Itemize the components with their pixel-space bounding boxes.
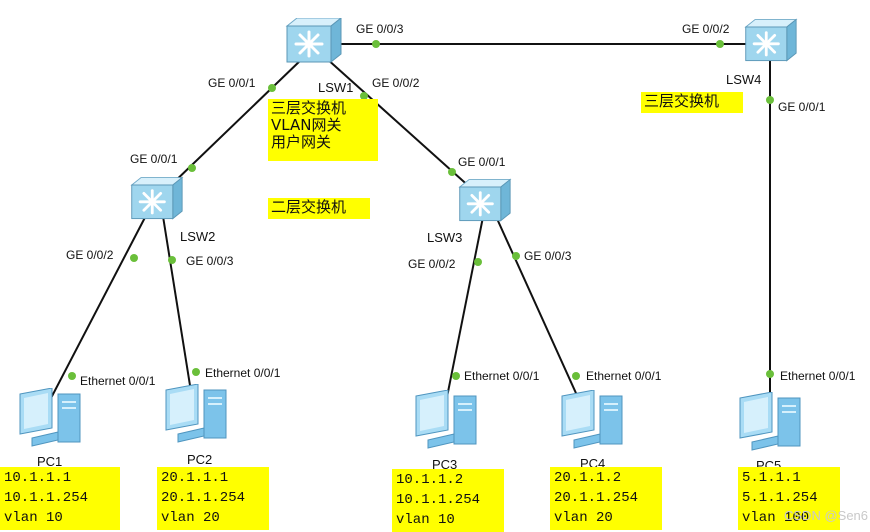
pc4-address-box: 20.1.1.2 20.1.1.254 vlan 20 — [550, 467, 662, 530]
lsw4-name: LSW4 — [726, 72, 762, 87]
link-lsw3-pc4 — [493, 211, 581, 403]
lsw1-switch-icon[interactable] — [283, 18, 343, 64]
note-line: VLAN网关 — [271, 116, 342, 134]
pc5-address-box: 5.1.1.1 5.1.1.254 vlan 100 — [738, 467, 840, 530]
note-line: 三层交换机 — [644, 92, 720, 110]
lsw4-switch-icon[interactable] — [742, 18, 798, 64]
pc5-ip: 5.1.1.1 — [742, 470, 801, 486]
lsw2-name: LSW2 — [180, 229, 216, 244]
port-label-lsw2-to-lsw1: GE 0/0/1 — [130, 152, 178, 166]
port-dot — [360, 92, 368, 100]
port-label-pc1-eth: Ethernet 0/0/1 — [80, 374, 156, 388]
port-label-lsw4-to-pc5: GE 0/0/1 — [778, 100, 826, 114]
port-dot — [474, 258, 482, 266]
layer2-switch-note: 二层交换机 — [268, 198, 370, 219]
port-dot — [452, 372, 460, 380]
port-dot — [766, 370, 774, 378]
port-dot — [716, 40, 724, 48]
link-lsw2-pc2 — [161, 209, 193, 399]
note-line: 用户网关 — [271, 133, 332, 151]
link-lsw2-pc1 — [49, 203, 153, 401]
port-dot — [512, 252, 520, 260]
lsw4-role-note: 三层交换机 — [641, 92, 743, 113]
watermark: CSDN @Sen6 — [784, 508, 869, 523]
port-label-lsw1-to-lsw2: GE 0/0/1 — [208, 76, 256, 90]
pc1-computer-icon[interactable] — [18, 388, 84, 450]
pc4-gateway: 20.1.1.254 — [554, 490, 639, 506]
pc2-computer-icon[interactable] — [164, 384, 230, 446]
pc3-ip: 10.1.1.2 — [396, 472, 464, 488]
pc2-name: PC2 — [187, 452, 213, 467]
pc5-gateway: 5.1.1.254 — [742, 490, 818, 506]
port-dot — [766, 96, 774, 104]
pc3-name: PC3 — [432, 457, 458, 472]
port-dot — [268, 84, 276, 92]
pc4-ip: 20.1.1.2 — [554, 470, 622, 486]
port-dot — [448, 168, 456, 176]
lsw3-switch-icon[interactable] — [456, 178, 512, 224]
port-label-pc2-eth: Ethernet 0/0/1 — [205, 366, 281, 380]
port-dot — [130, 254, 138, 262]
pc2-ip: 20.1.1.1 — [161, 470, 229, 486]
lsw1-role-note: 三层交换机 VLAN网关 用户网关 — [268, 99, 378, 161]
pc2-gateway: 20.1.1.254 — [161, 490, 246, 506]
pc2-address-box: 20.1.1.1 20.1.1.254 vlan 20 — [157, 467, 269, 530]
port-dot — [68, 372, 76, 380]
pc1-name: PC1 — [37, 454, 63, 469]
pc4-computer-icon[interactable] — [560, 390, 626, 452]
lsw3-name: LSW3 — [427, 230, 463, 245]
port-label-lsw1-to-lsw4: GE 0/0/3 — [356, 22, 404, 36]
pc3-address-box: 10.1.1.2 10.1.1.254 vlan 10 — [392, 469, 504, 532]
note-line: 三层交换机 — [271, 99, 347, 117]
port-label-pc4-eth: Ethernet 0/0/1 — [586, 369, 662, 383]
port-label-lsw3-to-pc4: GE 0/0/3 — [524, 249, 572, 263]
port-dot — [192, 368, 200, 376]
pc3-vlan: vlan 10 — [396, 512, 455, 528]
pc1-gateway: 10.1.1.254 — [4, 490, 89, 506]
pc3-gateway: 10.1.1.254 — [396, 492, 481, 508]
pc3-computer-icon[interactable] — [414, 390, 480, 452]
port-dot — [168, 256, 176, 264]
lsw2-switch-icon[interactable] — [128, 176, 184, 222]
pc1-address-box: 10.1.1.1 10.1.1.254 vlan 10 — [0, 467, 120, 530]
pc4-vlan: vlan 20 — [554, 510, 613, 526]
port-label-lsw3-to-lsw1: GE 0/0/1 — [458, 155, 506, 169]
port-label-lsw2-to-pc1: GE 0/0/2 — [66, 248, 114, 262]
pc5-vlan: vlan 100 — [742, 510, 810, 526]
pc1-ip: 10.1.1.1 — [4, 470, 72, 486]
port-label-pc5-eth: Ethernet 0/0/1 — [780, 369, 856, 383]
pc5-computer-icon[interactable] — [738, 392, 804, 454]
lsw1-name: LSW1 — [318, 80, 354, 95]
port-label-pc3-eth: Ethernet 0/0/1 — [464, 369, 540, 383]
pc2-vlan: vlan 20 — [161, 510, 220, 526]
port-dot — [372, 40, 380, 48]
port-dot — [572, 372, 580, 380]
port-dot — [188, 164, 196, 172]
pc1-vlan: vlan 10 — [4, 510, 63, 526]
port-label-lsw3-to-pc3: GE 0/0/2 — [408, 257, 456, 271]
link-lsw1-lsw3 — [325, 57, 483, 199]
link-lsw3-pc3 — [445, 211, 485, 403]
port-label-lsw4-to-lsw1: GE 0/0/2 — [682, 22, 730, 36]
port-label-lsw1-to-lsw3: GE 0/0/2 — [372, 76, 420, 90]
port-label-lsw2-to-pc2: GE 0/0/3 — [186, 254, 234, 268]
